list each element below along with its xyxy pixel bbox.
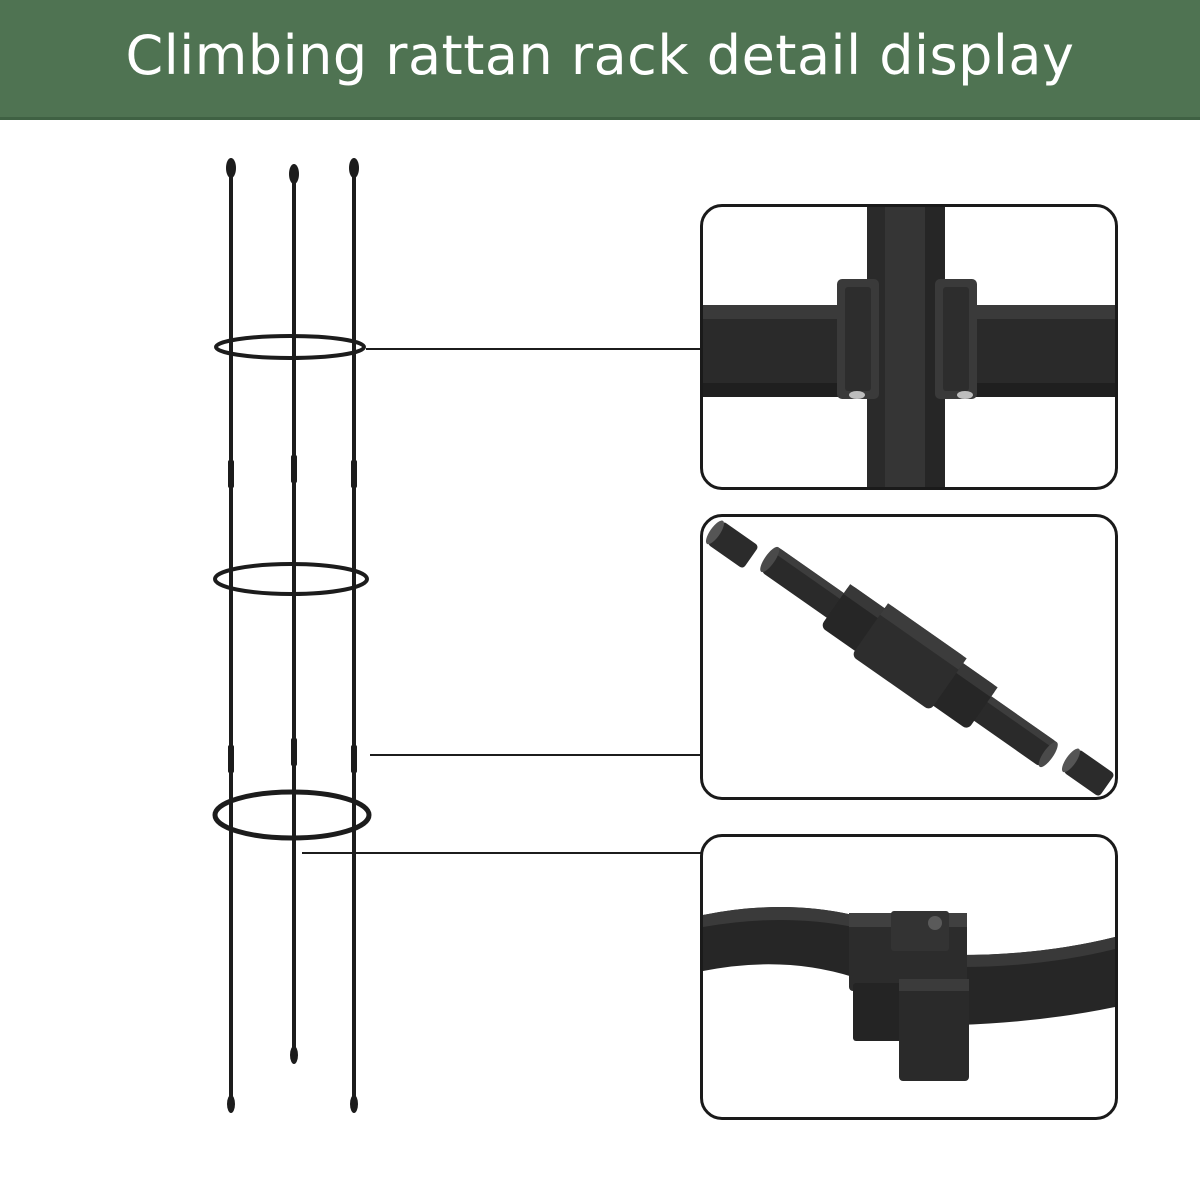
joint-upper-middle	[291, 455, 297, 483]
joint-lower-middle	[291, 738, 297, 766]
stake-tip-bottom-right	[350, 1095, 358, 1113]
stake-tip-top-middle	[289, 164, 299, 184]
joint-lower-right	[351, 745, 357, 773]
stake-tips	[226, 158, 359, 1113]
rings	[212, 334, 372, 841]
title-banner: Climbing rattan rack detail display	[0, 0, 1200, 120]
end-cap-upper	[705, 520, 758, 568]
connector-closeup	[705, 520, 1114, 796]
detail-panel-connector	[700, 514, 1118, 800]
banner-title: Climbing rattan rack detail display	[125, 24, 1075, 87]
end-cap-lower	[1061, 748, 1114, 796]
joint-block-lower	[853, 983, 909, 1041]
ring-joint-closeup	[703, 907, 1115, 1081]
joint-hole	[928, 916, 942, 930]
ring-bottom	[212, 789, 372, 841]
stake-joints	[228, 455, 357, 773]
detail-panel-clip	[700, 204, 1118, 490]
detail-panel-ring-joint	[700, 834, 1118, 1120]
ring-top	[214, 334, 366, 360]
ring-middle	[213, 562, 369, 596]
joint-lower-left	[228, 745, 234, 773]
stake-tip-bottom-middle	[290, 1046, 298, 1064]
leader-lines	[302, 348, 701, 854]
clip-closeup	[703, 207, 1115, 487]
joint-upper-left	[228, 460, 234, 488]
ring-segment-left	[703, 907, 853, 977]
connector-sleeve	[760, 546, 1058, 768]
stakes	[229, 170, 356, 1107]
stake-tip-bottom-left	[227, 1095, 235, 1113]
stake-tip-top-left	[226, 158, 236, 178]
stake-tip-top-right	[349, 158, 359, 178]
joint-upper-right	[351, 460, 357, 488]
